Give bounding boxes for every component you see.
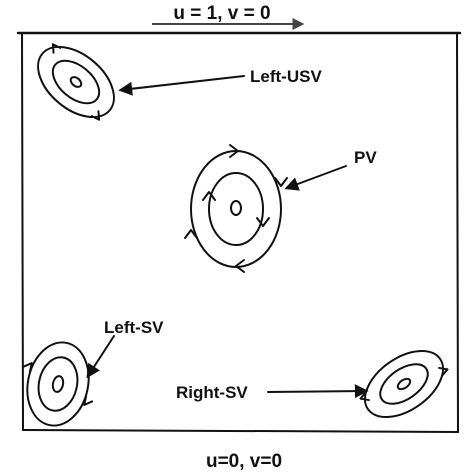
left-sv-label: Left-SV [104, 318, 164, 337]
pv-inner-arrow-right [256, 217, 270, 227]
lid-boundary-condition: u = 1, v = 0 [173, 3, 270, 24]
left-usv-vortex [37, 43, 115, 121]
primary-vortex [184, 144, 288, 273]
left-usv-label: Left-USV [250, 67, 322, 86]
right-wall [456, 32, 459, 433]
left-usv-flow-arrow-1 [51, 43, 62, 54]
left-sv-pointer-arrow [86, 335, 115, 379]
right-sv-label: Right-SV [176, 383, 248, 402]
right-sv-core [396, 377, 412, 391]
left-sv-flow-arrow-2 [83, 395, 94, 406]
left-sv-core [51, 375, 65, 393]
left-usv-streamline-outer [37, 45, 115, 119]
left-sv-streamline-middle [37, 356, 79, 412]
pv-inner-arrow-left [202, 191, 216, 201]
left-wall [21, 32, 24, 431]
right-sv-pointer-arrow [267, 384, 369, 399]
pv-streamline-outer [190, 150, 282, 268]
left-sv-flow-arrow-1 [22, 362, 33, 373]
left-usv-pointer-arrow [118, 75, 245, 96]
bottom-boundary-condition: u=0, v=0 [206, 451, 282, 472]
left-usv-core [69, 76, 83, 88]
left-usv-streamline-middle [51, 59, 101, 105]
bottom-wall [22, 429, 459, 433]
right-sv-streamline-middle [379, 363, 429, 405]
left-sv-streamline-outer [26, 341, 90, 427]
pv-label: PV [354, 148, 377, 167]
pv-flow-arrow-left [184, 229, 198, 239]
right-sv-vortex [359, 349, 449, 419]
pv-flow-arrow-top [229, 144, 239, 158]
pv-pointer-arrow [284, 165, 347, 191]
pv-flow-arrow-bottom [235, 259, 245, 273]
left-usv-flow-arrow-2 [90, 110, 101, 121]
right-sv-flow-arrow-2 [438, 366, 449, 377]
cavity-box [16, 31, 462, 433]
pv-streamline-middle [208, 172, 264, 246]
pv-core [230, 200, 242, 216]
left-sv-vortex [22, 341, 94, 427]
right-sv-streamline-outer [363, 349, 445, 419]
